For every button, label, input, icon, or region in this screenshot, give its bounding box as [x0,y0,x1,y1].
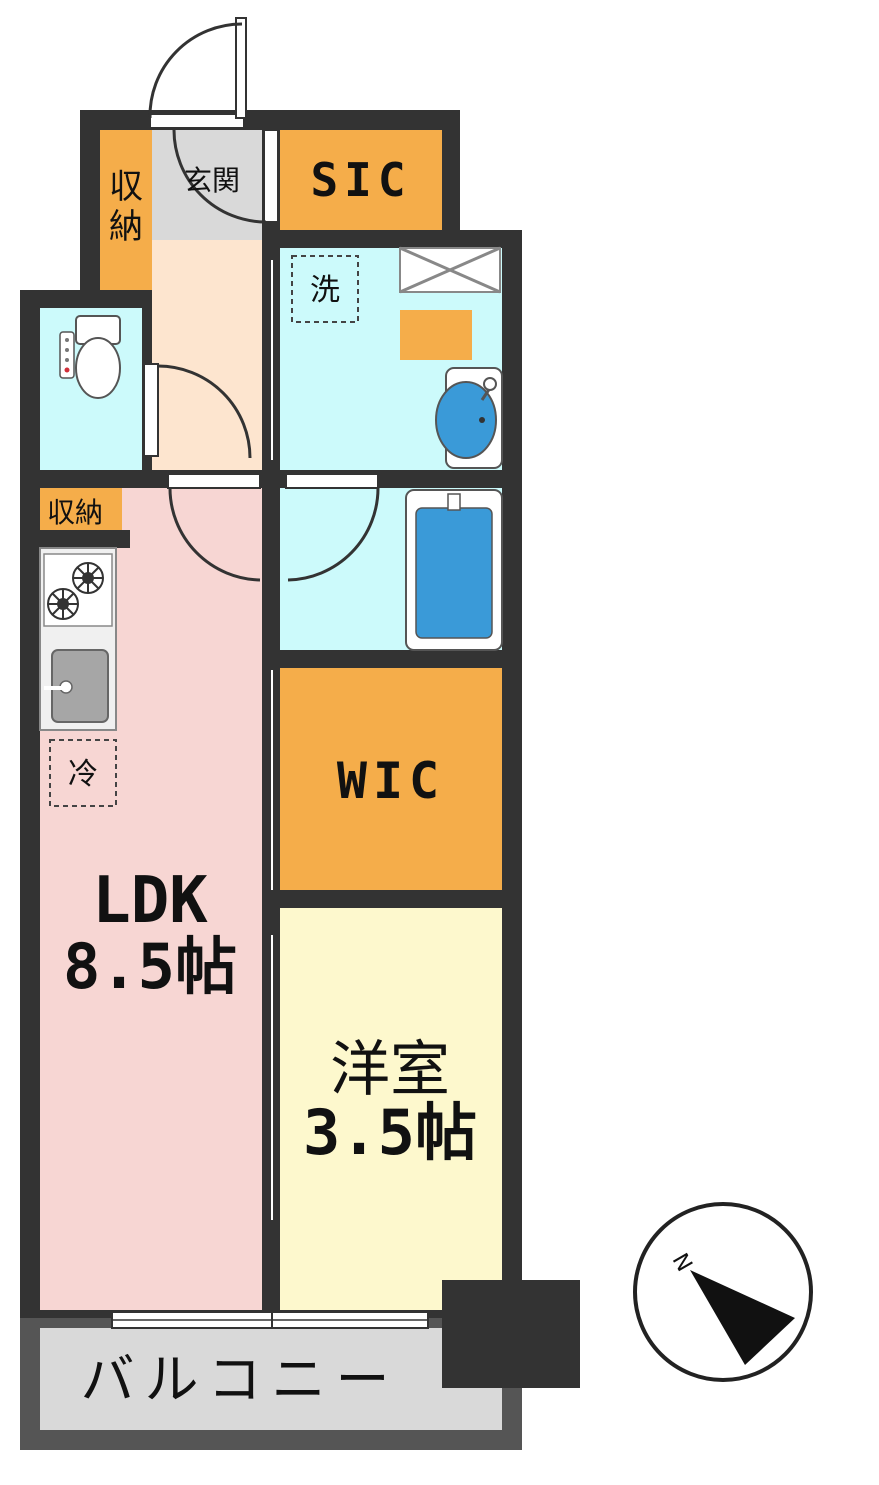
fridge-space: 冷 [49,739,117,807]
compass-icon: N [633,1202,813,1382]
kitchen-sink-icon [44,649,109,723]
entrance-inner-door[interactable] [172,129,279,224]
western-room-floor [280,908,502,1310]
wic-floor [280,668,502,890]
kitchen-wall-stub [40,530,130,548]
sic-label: SIC [310,153,411,207]
wash-storage [400,310,472,360]
storage-top-label-1: 収納 [109,167,143,247]
entrance-floor [152,130,262,240]
stove-burner-icon [47,588,79,620]
entrance-label: 玄関 [184,164,240,197]
stove-burner-icon [72,562,104,594]
ldk-name-label: LDK [92,864,208,938]
ldk-size-label: 8.5帖 [63,930,237,1003]
wic-label: WIC [337,752,445,810]
toilet-door[interactable] [143,363,252,459]
ldk-door[interactable] [167,473,261,582]
storage-kitchen [40,488,122,530]
balcony-column [442,1280,580,1388]
pipe-space [399,246,501,294]
western-name-label: 洋室 [330,1035,450,1105]
bathtub-icon [405,489,503,651]
balcony-window[interactable] [111,1311,429,1329]
storage-kitchen-label: 収納 [47,496,103,529]
storage-top [100,130,152,290]
washer-space: 洗 [291,255,359,323]
toilet-icon [59,315,121,399]
western-size-label: 3.5帖 [303,1096,477,1169]
washer-label: 洗 [310,273,340,308]
washbasin-icon [435,367,503,469]
entrance-door[interactable] [148,17,247,129]
fridge-label: 冷 [68,757,98,792]
hallway-floor [152,240,262,470]
bath-door[interactable] [285,473,380,582]
balcony-label: バルコニー [81,1348,400,1411]
balcony-floor [40,1328,502,1430]
sic-floor [280,130,442,230]
